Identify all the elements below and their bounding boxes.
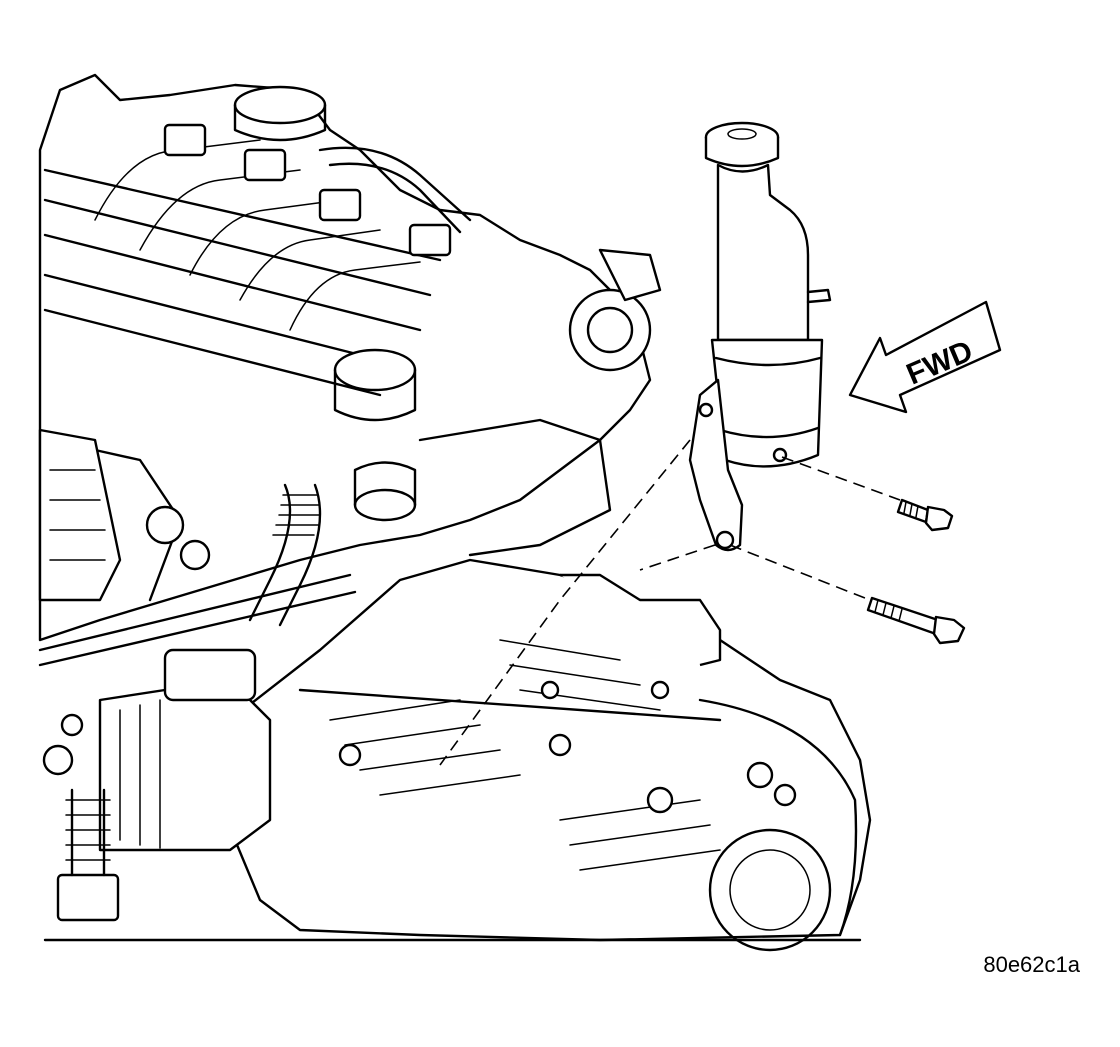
engine-assembly [38,73,662,667]
alignment-lines [439,439,901,766]
long-mounting-bolt [866,596,966,645]
forward-direction-arrow: FWD [848,300,1002,414]
short-mounting-bolt [896,498,954,532]
figure-id-label: 80e62c1a [983,952,1080,977]
power-steering-reservoir [688,121,832,552]
transmission-assembly [42,558,872,952]
